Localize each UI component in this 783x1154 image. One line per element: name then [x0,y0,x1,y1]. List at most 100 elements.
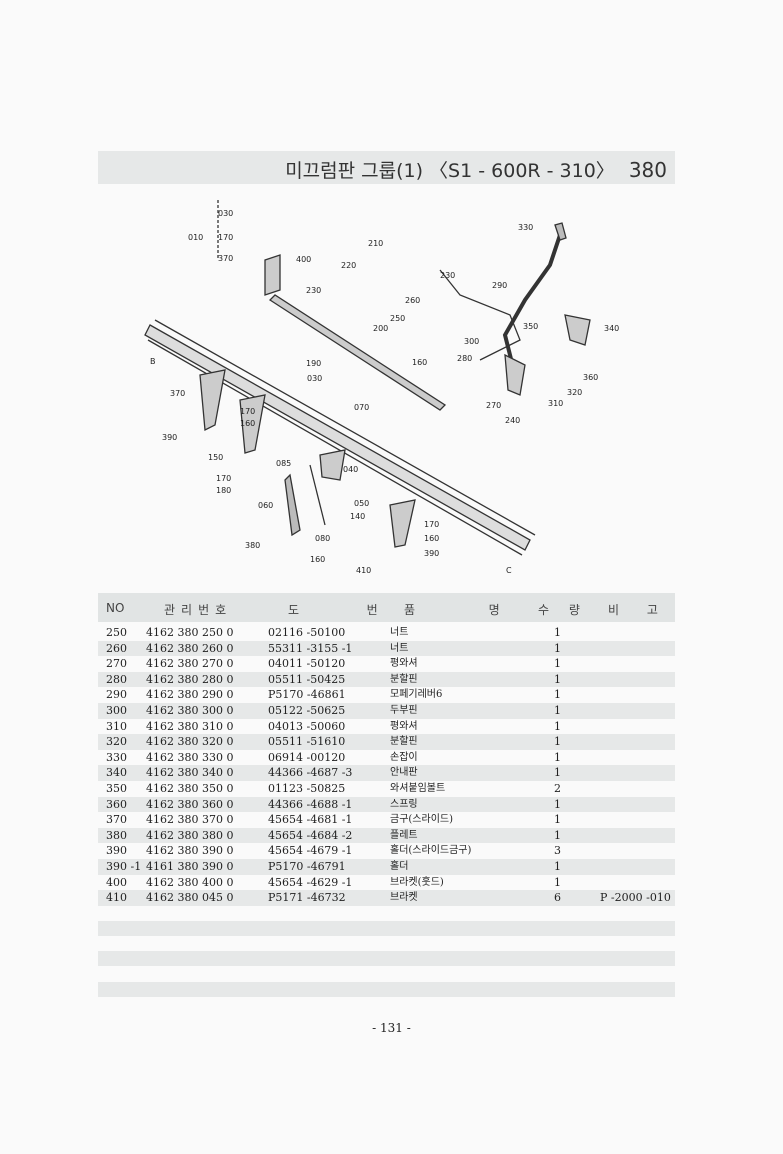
drawing-number-cell: 45654 -4681 -1 [268,813,353,827]
part-name-cell: 와셔붙임볼트 [390,782,446,794]
callout-label: 170 [424,520,440,529]
quantity-cell: 1 [554,735,561,749]
drawing-number-cell: P5170 -46791 [268,859,346,873]
callout-label: 280 [457,354,473,363]
callout-label: 390 [162,433,178,442]
part-name-cell: 브라켓(훗드) [390,876,444,888]
callout-label: 200 [373,324,389,333]
control-number-cell: 4162 380 290 0 [146,688,234,702]
callout-label: B [150,357,156,366]
callout-label: 030 [218,209,234,218]
callout-label: C [506,566,512,575]
table-header: NO 관리번호 도 번 품 명 수 량 비 고 [98,593,675,622]
callout-label: 160 [424,534,440,543]
control-number-cell: 4162 380 045 0 [146,891,234,905]
part-name-cell: 평와셔 [390,720,418,732]
callout-label: 040 [343,465,359,474]
callout-label: 190 [306,359,322,368]
remarks-cell: P -2000 -010 [600,891,671,905]
page-number: - 131 - [372,1021,411,1035]
quantity-cell: 1 [554,875,561,889]
callout-label: 170 [240,407,256,416]
callout-label: 340 [604,324,620,333]
callout-label: 320 [567,388,583,397]
part-no-cell: 300 [106,703,127,717]
quantity-cell: 1 [554,703,561,717]
empty-row [98,951,675,966]
part-no-cell: 290 [106,688,127,702]
drawing-number-cell: 04011 -50120 [268,657,346,671]
header-part-name: 품 명 [404,603,522,617]
part-no-cell: 280 [106,672,127,686]
drawing-number-cell: 05511 -50425 [268,672,346,686]
control-number-cell: 4162 380 340 0 [146,766,234,780]
part-no-cell: 250 [106,626,127,639]
control-number-cell: 4161 380 390 0 [146,859,234,873]
part-name-cell: 평와셔 [390,658,418,670]
drawing-number-cell: 45654 -4679 -1 [268,844,353,858]
callout-label: 010 [188,233,204,242]
part-no-cell: 350 [106,781,127,795]
callout-label: 030 [307,374,323,383]
part-no-cell: 380 [106,828,127,842]
part-no-cell: 360 [106,797,127,811]
header-drawing-number: 도 번 [288,603,398,617]
drawing-number-cell: 45654 -4684 -2 [268,828,353,842]
callout-label: 300 [464,337,480,346]
drawing-number-cell: P5171 -46732 [268,891,346,905]
control-number-cell: 4162 380 360 0 [146,797,234,811]
quantity-cell: 1 [554,626,561,639]
control-number-cell: 4162 380 300 0 [146,703,234,717]
part-no-cell: 330 [106,750,127,764]
part-no-cell: 400 [106,875,127,889]
part-name-cell: 금구(스라이드) [390,814,454,826]
table-row: 400 4162 380 400 0 45654 -4629 -1 브라켓(훗드) 1 [98,875,675,891]
empty-row [98,921,675,936]
title-bar: 미끄럼판 그룹(1) 〈S1 - 600R - 310〉380 [98,151,675,184]
quantity-cell: 1 [554,813,561,827]
control-number-cell: 4162 380 400 0 [146,875,234,889]
callout-label: 270 [486,401,502,410]
part-name-cell: 너트 [390,642,409,654]
part-name-cell: 플레트 [390,829,418,841]
quantity-cell: 1 [554,688,561,702]
callout-label: 160 [240,419,256,428]
callout-label: 060 [258,501,274,510]
drawing-number-cell: 05511 -51610 [268,735,346,749]
callout-label: 310 [548,399,564,408]
part-no-cell: 410 [106,891,127,905]
quantity-cell: 1 [554,797,561,811]
quantity-cell: 1 [554,657,561,671]
callout-label: 370 [218,254,234,263]
group-number: 380 [628,158,667,182]
callout-label: 290 [492,281,508,290]
callout-label: 070 [354,403,370,412]
callout-label: 170 [218,233,234,242]
drawing-number-cell: 44366 -4688 -1 [268,797,353,811]
part-name-cell: 분할핀 [390,673,418,685]
empty-row [98,982,675,997]
control-number-cell: 4162 380 260 0 [146,641,234,655]
drawing-number-cell: 45654 -4629 -1 [268,875,353,889]
control-number-cell: 4162 380 390 0 [146,844,234,858]
part-no-cell: 310 [106,719,127,733]
callout-label: 160 [412,358,428,367]
quantity-cell: 6 [554,891,561,905]
callout-label: 170 [216,474,232,483]
drawing-number-cell: 06914 -00120 [268,750,346,764]
part-name-cell: 홀더 [390,860,409,872]
part-name-cell: 안내판 [390,767,418,779]
exploded-view-drawing [144,200,591,556]
parts-diagram: 030 170 010 370 400 210 220 230 330 290 … [130,195,690,585]
